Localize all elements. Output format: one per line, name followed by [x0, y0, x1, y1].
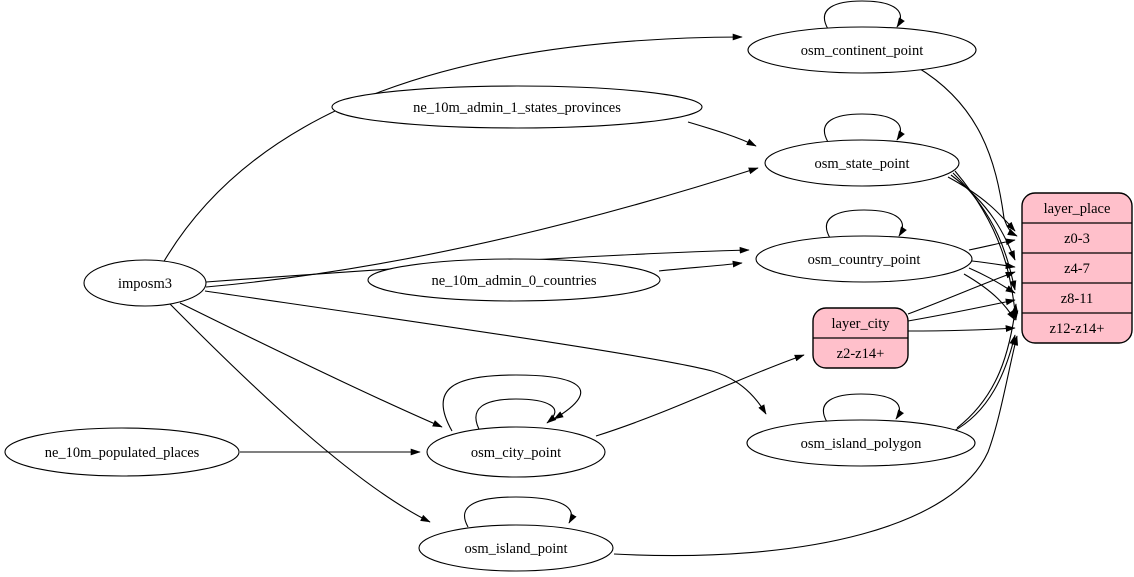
edge-imposm3-to-osm_island_polygon	[204, 290, 767, 415]
edge-osm_state_point-to-layer_place-z12-z14+	[954, 170, 1019, 321]
edge-osm_island_polygon-to-layer_place-z12-z14+	[951, 334, 1017, 433]
node-label-osm_island_point: osm_island_point	[464, 541, 567, 557]
node-shape-osm_state_point	[764, 139, 960, 187]
edge-osm_country_point-to-layer_place-z8-11	[968, 267, 1016, 294]
edge-osm_country_point-to-layer_place-z4-7	[971, 260, 1016, 270]
edge-osm_city_point-to-layer_city-z2-z14+	[595, 354, 805, 437]
edge-layer_city-to-layer_place-z12-z14+	[907, 325, 1016, 332]
node-label-osm_continent_point: osm_continent_point	[801, 43, 923, 59]
record-layer_place: layer_place z0-3 z4-7 z8-11 z12-z14+	[1021, 192, 1133, 344]
self-loop-osm_state_point	[823, 113, 905, 143]
record-layer_city: layer_city z2-z14+	[812, 307, 909, 369]
edge-osm_island_point-to-layer_place-z12-z14+	[613, 335, 1019, 557]
node-label-ne_10m_admin_0_countries: ne_10m_admin_0_countries	[431, 273, 596, 289]
self-loop-osm_island_polygon	[822, 393, 904, 423]
self-loop-osm_island_point	[463, 496, 577, 528]
self-loop-osm_country_point	[825, 209, 907, 239]
node-ne_10m_populated_places: ne_10m_populated_places	[4, 427, 240, 477]
edge-layer_city-to-layer_place-z8-11	[907, 298, 1016, 322]
node-shape-osm_country_point	[755, 235, 973, 283]
record-row-layer_place-z8-11: z8-11	[1061, 291, 1093, 307]
record-title-layer_city: layer_city	[832, 316, 891, 332]
node-shape-ne_10m_admin_0_countries	[367, 258, 661, 302]
edge-layer_city-to-layer_place-z4-7	[907, 271, 1016, 315]
node-osm_city_point: osm_city_point	[426, 426, 606, 478]
self-loop-osm_city_point	[442, 374, 582, 432]
node-osm_island_point: osm_island_point	[418, 524, 614, 572]
record-shape-layer_place	[1021, 192, 1133, 344]
node-shape-osm_island_point	[418, 524, 614, 572]
self-loop-osm_city_point	[475, 398, 557, 434]
edge-osm_island_polygon-to-layer_place-z8-11	[956, 303, 1019, 429]
record-row-layer_city-z2-z14+: z2-z14+	[837, 346, 885, 362]
node-shape-osm_city_point	[426, 426, 606, 478]
node-shape-osm_continent_point	[747, 26, 977, 74]
node-shape-ne_10m_admin_1_states_provinces	[331, 85, 703, 129]
node-label-osm_country_point: osm_country_point	[808, 252, 921, 268]
node-shape-imposm3	[83, 259, 207, 307]
node-osm_state_point: osm_state_point	[764, 139, 960, 187]
node-imposm3: imposm3	[83, 259, 207, 307]
edge-osm_country_point-to-layer_place-z0-3	[968, 238, 1016, 251]
node-ne_10m_admin_1_states_provinces: ne_10m_admin_1_states_provinces	[331, 85, 703, 129]
node-osm_island_polygon: osm_island_polygon	[746, 419, 976, 467]
edge-imposm3-to-osm_state_point	[205, 167, 759, 288]
record-title-layer_place: layer_place	[1044, 201, 1111, 217]
node-osm_country_point: osm_country_point	[755, 235, 973, 283]
node-label-osm_island_polygon: osm_island_polygon	[801, 436, 923, 452]
edge-osm_state_point-to-layer_place-z0-3	[947, 176, 1016, 232]
node-shape-ne_10m_populated_places	[4, 427, 240, 477]
edge-osm_state_point-to-layer_place-z8-11	[952, 172, 1017, 291]
node-ne_10m_admin_0_countries: ne_10m_admin_0_countries	[367, 258, 661, 302]
node-label-ne_10m_populated_places: ne_10m_populated_places	[45, 445, 200, 461]
node-label-osm_state_point: osm_state_point	[814, 156, 909, 172]
edge-imposm3-to-osm_city_point	[179, 302, 443, 428]
node-label-ne_10m_admin_1_states_provinces: ne_10m_admin_1_states_provinces	[413, 100, 621, 116]
edge-imposm3-to-osm_island_point	[169, 303, 431, 523]
edge-osm_state_point-to-layer_place-z4-7	[950, 174, 1016, 261]
node-osm_continent_point: osm_continent_point	[747, 26, 977, 74]
node-label-imposm3: imposm3	[118, 276, 172, 292]
edge-osm_country_point-to-layer_place-z12-z14+	[963, 273, 1016, 321]
record-row-layer_place-z12-z14+: z12-z14+	[1050, 321, 1105, 337]
edge-imposm3-to-osm_continent_point	[162, 33, 743, 264]
edge-ne_10m_admin_1_states_provinces-to-osm_state_point	[687, 121, 757, 147]
self-loop-osm_continent_point	[823, 0, 905, 30]
edge-ne_10m_admin_0_countries-to-osm_country_point	[658, 260, 743, 272]
node-label-osm_city_point: osm_city_point	[471, 445, 561, 461]
node-shape-osm_island_polygon	[746, 419, 976, 467]
record-row-layer_place-z0-3: z0-3	[1064, 231, 1090, 247]
record-row-layer_place-z4-7: z4-7	[1064, 261, 1090, 277]
